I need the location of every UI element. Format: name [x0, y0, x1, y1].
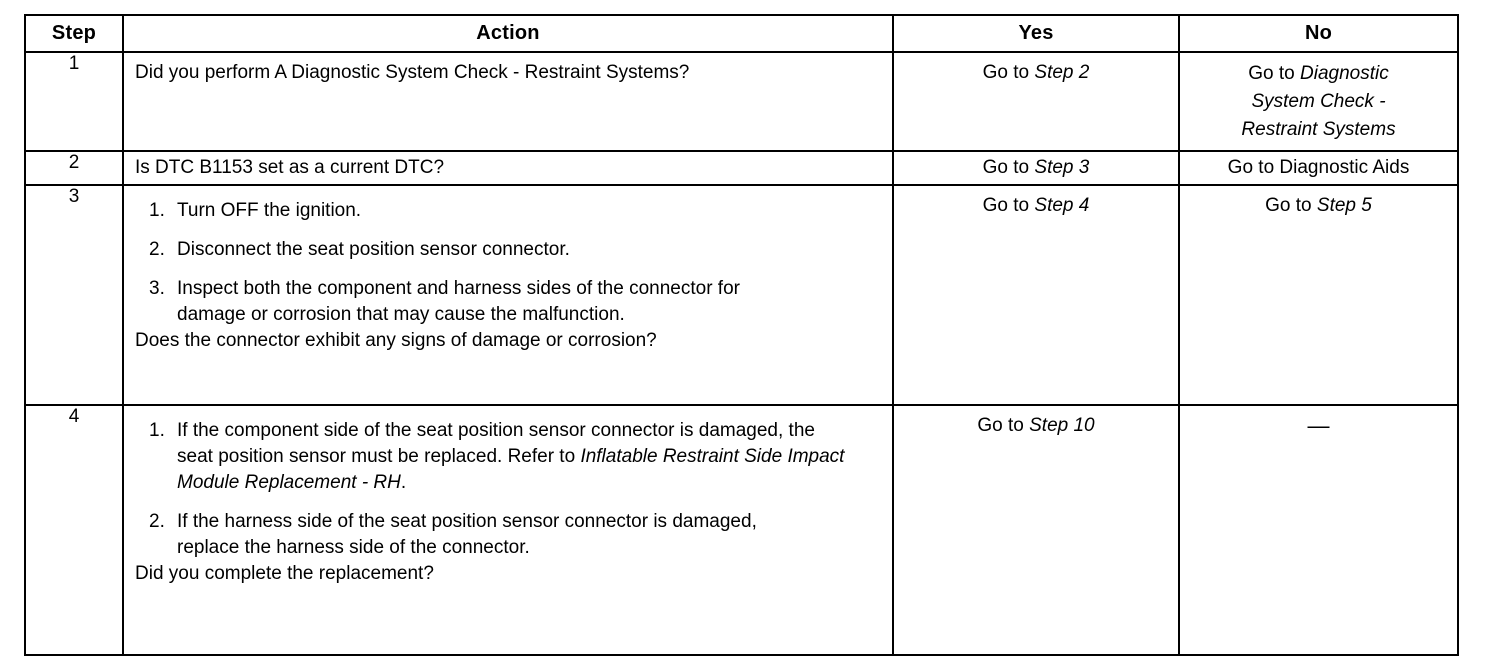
action-question: Did you complete the replacement?: [135, 563, 434, 584]
list-item: Disconnect the seat position sensor conn…: [149, 237, 570, 263]
action-cell: Did you perform A Diagnostic System Chec…: [122, 51, 894, 152]
table-row: 4 If the component side of the seat posi…: [24, 404, 1459, 656]
no-answer: Go to Diagnostic Aids: [1227, 157, 1410, 178]
list-item: If the harness side of the seat position…: [149, 509, 757, 558]
yes-cell: Go to Step 2: [892, 51, 1180, 152]
no-cell: Go to Step 5: [1178, 184, 1459, 406]
yes-answer: Go to Step 10: [902, 413, 1170, 439]
procedure-list: Turn OFF the ignition. Disconnect the se…: [135, 198, 882, 328]
list-item: Inspect both the component and harness s…: [149, 276, 740, 325]
table-row: 3 Turn OFF the ignition. Disconnect the …: [24, 184, 1459, 406]
column-header-step: Step: [24, 14, 124, 53]
reference-link: Inflatable Restraint Side Impact Module …: [177, 446, 845, 493]
column-header-action: Action: [122, 14, 894, 53]
table-body: 1 Did you perform A Diagnostic System Ch…: [24, 51, 1459, 656]
step-number-cell: 3: [24, 184, 124, 406]
goto-target: Step 10: [1029, 415, 1095, 436]
no-cell: Go to Diagnostic System Check - Restrain…: [1178, 51, 1459, 152]
yes-cell: Go to Step 10: [892, 404, 1180, 656]
procedure-list: If the component side of the seat positi…: [135, 418, 882, 561]
goto-target: Step 3: [1034, 157, 1090, 178]
yes-answer: Go to Step 2: [902, 60, 1170, 86]
list-item-text-part2: .: [400, 472, 407, 493]
goto-target-line3: Restraint Systems: [1241, 119, 1396, 140]
yes-answer: Go to Step 4: [902, 193, 1170, 219]
action-cell: Turn OFF the ignition. Disconnect the se…: [122, 184, 894, 406]
yes-cell: Go to Step 3: [892, 150, 1180, 186]
goto-prefix: Go to: [982, 157, 1035, 178]
yes-cell: Go to Step 4: [892, 184, 1180, 406]
table-row: 1 Did you perform A Diagnostic System Ch…: [24, 51, 1459, 152]
list-item: If the component side of the seat positi…: [135, 418, 882, 496]
goto-prefix: Go to: [982, 195, 1035, 216]
action-cell: Is DTC B1153 set as a current DTC?: [122, 150, 894, 186]
table-row: 2 Is DTC B1153 set as a current DTC? Go …: [24, 150, 1459, 186]
list-item-text-part1: If the component side of the seat positi…: [177, 420, 815, 467]
diagnostic-procedure-table: Step Action Yes No 1 Did you perform A D…: [24, 14, 1459, 656]
column-header-no: No: [1178, 14, 1459, 53]
action-question: Does the connector exhibit any signs of …: [135, 330, 657, 351]
goto-prefix: Go to: [1248, 63, 1301, 84]
goto-target: Step 2: [1034, 62, 1090, 83]
no-cell: —: [1178, 404, 1459, 656]
step-number-cell: 2: [24, 150, 124, 186]
list-item: Turn OFF the ignition.: [149, 198, 362, 224]
goto-target: Step 4: [1034, 195, 1090, 216]
table-header-row: Step Action Yes No: [24, 14, 1459, 53]
yes-answer: Go to Step 3: [902, 155, 1170, 181]
goto-target: Step 5: [1316, 195, 1372, 216]
goto-target-line1: Diagnostic: [1300, 63, 1389, 84]
goto-prefix: Go to: [982, 62, 1035, 83]
action-text: Is DTC B1153 set as a current DTC?: [135, 157, 445, 178]
step-number-cell: 4: [24, 404, 124, 656]
goto-prefix: Go to: [977, 415, 1030, 436]
action-cell: If the component side of the seat positi…: [122, 404, 894, 656]
step-number-cell: 1: [24, 51, 124, 152]
no-answer-dash: —: [1307, 413, 1330, 438]
action-text: Did you perform A Diagnostic System Chec…: [135, 62, 690, 83]
column-header-yes: Yes: [892, 14, 1180, 53]
no-answer: Go to Diagnostic System Check - Restrain…: [1188, 60, 1449, 144]
goto-target-line2: System Check -: [1251, 91, 1386, 112]
no-answer: Go to Step 5: [1188, 193, 1449, 219]
goto-prefix: Go to: [1265, 195, 1317, 216]
no-cell: Go to Diagnostic Aids: [1178, 150, 1459, 186]
table-header: Step Action Yes No: [24, 14, 1459, 53]
